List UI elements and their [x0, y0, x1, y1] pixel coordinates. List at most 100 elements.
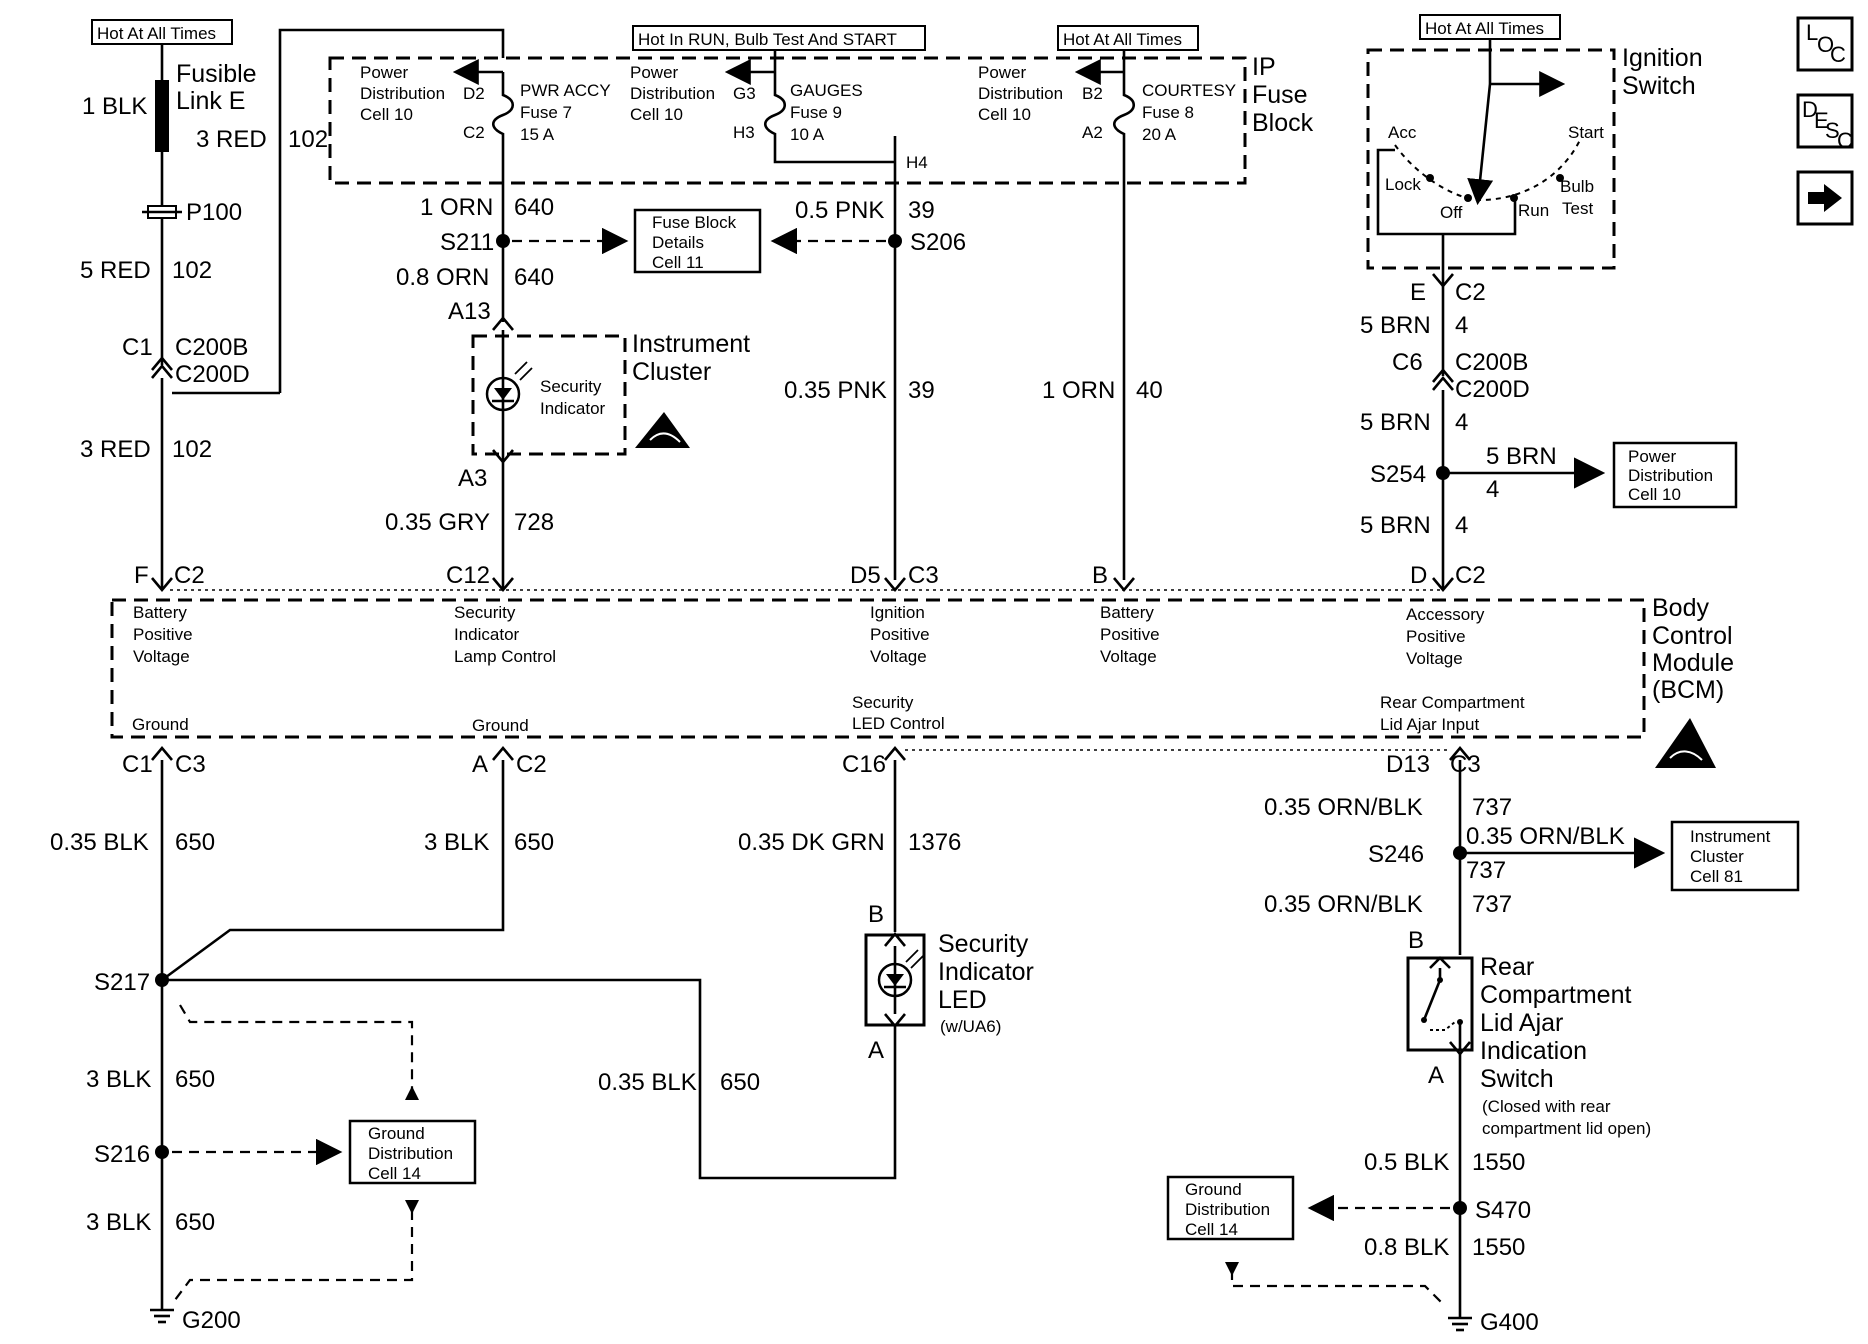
svg-text:Lock: Lock — [1385, 175, 1421, 194]
svg-text:650: 650 — [514, 829, 554, 856]
svg-text:S217: S217 — [94, 969, 150, 996]
svg-text:A3: A3 — [458, 465, 487, 492]
svg-text:Ignition: Ignition — [1622, 44, 1703, 72]
svg-text:Cell 10: Cell 10 — [630, 105, 683, 124]
loc-button[interactable]: L O C — [1796, 16, 1854, 72]
svg-text:Ground: Ground — [368, 1124, 425, 1143]
rear-compartment-lid-ajar-switch: Rear Compartment Lid Ajar Indication Swi… — [1406, 953, 1651, 1138]
svg-text:S254: S254 — [1370, 461, 1426, 488]
svg-text:5 BRN: 5 BRN — [1360, 512, 1431, 539]
svg-text:Indicator: Indicator — [540, 399, 606, 418]
svg-text:Cell 14: Cell 14 — [368, 1164, 421, 1183]
svg-text:40: 40 — [1136, 377, 1163, 404]
svg-text:Off: Off — [1440, 203, 1463, 222]
fuse-block-details-box[interactable]: Fuse Block Details Cell 11 — [633, 208, 762, 274]
hot-label-ignition: Hot At All Times — [1419, 14, 1561, 40]
svg-text:A: A — [1428, 1062, 1444, 1089]
svg-text:Security: Security — [540, 377, 602, 396]
svg-text:S246: S246 — [1368, 841, 1424, 868]
svg-text:C200B: C200B — [175, 334, 248, 361]
svg-text:Distribution: Distribution — [978, 84, 1063, 103]
svg-text:1550: 1550 — [1472, 1234, 1525, 1261]
next-arrow-button[interactable] — [1796, 170, 1854, 226]
svg-text:4: 4 — [1455, 409, 1468, 436]
svg-text:Power: Power — [978, 63, 1027, 82]
svg-text:A: A — [472, 751, 488, 778]
power-distribution-box[interactable]: Power Distribution Cell 10 — [1612, 441, 1738, 509]
svg-text:Fuse Block: Fuse Block — [652, 213, 737, 232]
svg-text:(w/UA6): (w/UA6) — [940, 1017, 1001, 1036]
svg-text:G3: G3 — [733, 84, 756, 103]
svg-text:COURTESY: COURTESY — [1142, 81, 1236, 100]
svg-text:C200D: C200D — [1455, 376, 1530, 403]
svg-text:H4: H4 — [906, 153, 928, 172]
svg-text:0.35 BLK: 0.35 BLK — [50, 829, 149, 856]
svg-text:Compartment: Compartment — [1480, 981, 1631, 1009]
svg-text:Body: Body — [1652, 594, 1709, 622]
svg-text:Module: Module — [1652, 649, 1734, 677]
ignition-switch: Ignition Switch Acc Start Lock Bulb Off … — [1366, 40, 1703, 270]
svg-text:3 BLK: 3 BLK — [86, 1209, 151, 1236]
svg-text:0.35 ORN/BLK: 0.35 ORN/BLK — [1264, 794, 1423, 821]
arrow-right-icon — [1808, 184, 1842, 212]
fusible-link-e: 1 BLK Fusible Link E — [82, 44, 257, 206]
svg-text:S470: S470 — [1475, 1197, 1531, 1224]
ignition-circuit-4: E C2 5 BRN 4 C6 C200B C200D 5 BRN 4 S254… — [1360, 268, 1606, 590]
svg-text:Positive: Positive — [1100, 625, 1160, 644]
ground-circuit-650: 0.35 BLK 650 3 BLK 650 S217 3 BLK 650 S2… — [50, 760, 897, 1334]
svg-text:Hot In RUN, Bulb Test And STAR: Hot In RUN, Bulb Test And START — [638, 30, 897, 49]
svg-text:C200B: C200B — [1455, 349, 1528, 376]
svg-text:0.8 ORN: 0.8 ORN — [396, 264, 489, 291]
hot-label-right-fuse: Hot At All Times — [1057, 25, 1199, 51]
svg-text:Fuse: Fuse — [1252, 81, 1308, 109]
svg-text:Security: Security — [938, 930, 1029, 958]
svg-text:Power: Power — [1628, 447, 1677, 466]
orn-40-circuit: 1 ORN 40 — [1042, 377, 1163, 404]
svg-text:D: D — [1410, 562, 1427, 589]
ground-distribution-box-right[interactable]: Ground Distribution Cell 14 — [1166, 1175, 1295, 1241]
svg-text:Cell 10: Cell 10 — [360, 105, 413, 124]
svg-text:S216: S216 — [94, 1141, 150, 1168]
svg-text:Lid Ajar Input: Lid Ajar Input — [1380, 715, 1480, 734]
svg-text:Security: Security — [852, 693, 914, 712]
instrument-cluster-box[interactable]: Instrument Cluster Cell 81 — [1670, 820, 1800, 892]
svg-text:D5: D5 — [850, 562, 881, 589]
svg-text:B: B — [868, 901, 884, 928]
svg-text:C2: C2 — [1455, 562, 1486, 589]
s211-circuit: 1 ORN 640 S211 0.8 ORN 640 A13 A3 0.35 G… — [385, 194, 629, 590]
svg-text:C3: C3 — [908, 562, 939, 589]
svg-text:L: L — [1806, 20, 1818, 45]
svg-text:Hot At All Times: Hot At All Times — [97, 24, 216, 43]
svg-text:650: 650 — [175, 829, 215, 856]
svg-text:PWR ACCY: PWR ACCY — [520, 81, 611, 100]
fuse-7: Power Distribution Cell 10 D2 C2 PWR ACC… — [360, 59, 611, 200]
svg-text:0.35 BLK: 0.35 BLK — [598, 1069, 697, 1096]
svg-text:737: 737 — [1472, 891, 1512, 918]
svg-text:Distribution: Distribution — [360, 84, 445, 103]
svg-text:0.8 BLK: 0.8 BLK — [1364, 1234, 1449, 1261]
svg-text:1 ORN: 1 ORN — [420, 194, 493, 221]
ground-distribution-box-left[interactable]: Ground Distribution Cell 14 — [348, 1119, 477, 1185]
svg-text:737: 737 — [1472, 794, 1512, 821]
svg-text:Voltage: Voltage — [133, 647, 190, 666]
svg-text:Bulb: Bulb — [1560, 177, 1594, 196]
svg-text:C: C — [1830, 42, 1846, 67]
svg-text:E: E — [1410, 279, 1426, 306]
svg-text:C200D: C200D — [175, 361, 250, 388]
svg-text:39: 39 — [908, 197, 935, 224]
svg-text:E: E — [1814, 108, 1829, 133]
svg-text:15 A: 15 A — [520, 125, 555, 144]
svg-text:Ignition: Ignition — [870, 603, 925, 622]
svg-text:Cell 81: Cell 81 — [1690, 867, 1743, 886]
svg-text:Rear Compartment: Rear Compartment — [1380, 693, 1525, 712]
svg-text:Accessory: Accessory — [1406, 605, 1485, 624]
svg-text:Fuse 9: Fuse 9 — [790, 103, 842, 122]
ip-fuse-block: IP Fuse Block — [328, 53, 1314, 185]
svg-text:C16: C16 — [842, 751, 886, 778]
desc-button[interactable]: D E S C — [1796, 93, 1854, 153]
svg-text:728: 728 — [514, 509, 554, 536]
svg-text:A2: A2 — [1082, 123, 1103, 142]
svg-text:Fuse 8: Fuse 8 — [1142, 103, 1194, 122]
svg-text:39: 39 — [908, 377, 935, 404]
svg-text:650: 650 — [175, 1066, 215, 1093]
